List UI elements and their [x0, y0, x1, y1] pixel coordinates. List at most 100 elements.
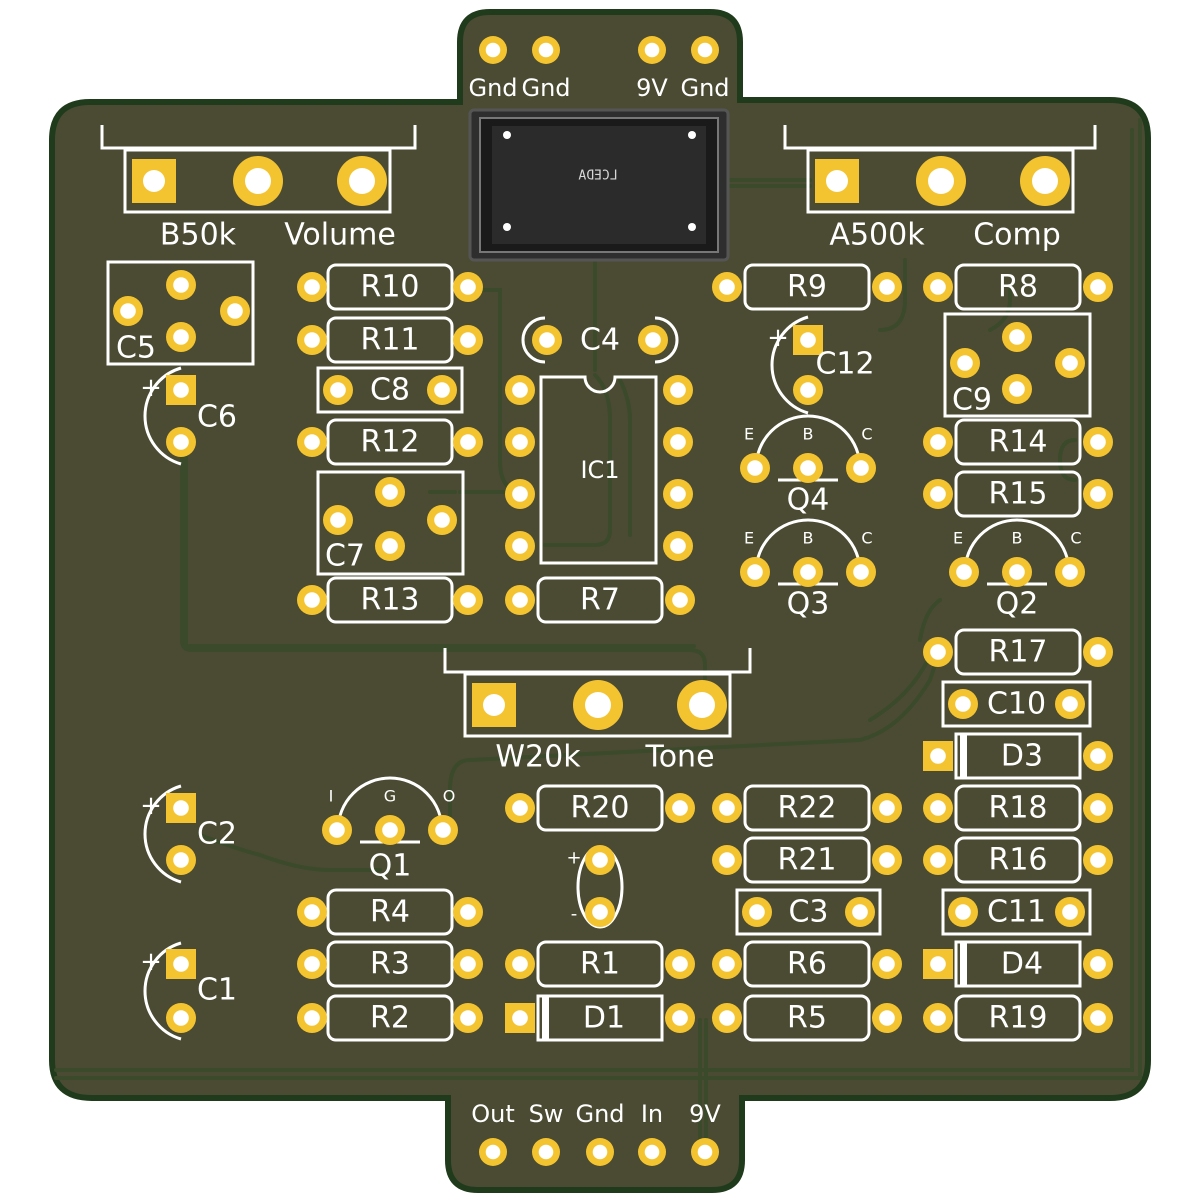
polarity-plus: + [140, 947, 162, 977]
resistor-label: R2 [370, 1001, 410, 1036]
header-bottom-label: In [641, 1100, 663, 1128]
resistor-label: R3 [370, 947, 410, 982]
transistor-pin-label: C [861, 425, 872, 444]
transistor-pad [846, 453, 876, 483]
header-bottom-label: Gnd [575, 1100, 624, 1128]
trimmer-cap-label: C5 [116, 331, 156, 366]
resistor-label: R22 [777, 791, 836, 826]
resistor-pad [923, 1003, 953, 1033]
ic-pad [663, 531, 693, 561]
resistor-label: R6 [787, 947, 827, 982]
resistor-label: R13 [360, 583, 419, 618]
trimmer-cap-pad [166, 270, 196, 300]
pot-pad-1 [472, 683, 516, 727]
resistor-pad [1083, 845, 1113, 875]
elec-cap-pad-minus [166, 1003, 196, 1033]
elec-cap-pad-minus [166, 427, 196, 457]
resistor-label: R9 [787, 270, 827, 305]
trimmer-cap-pad [1055, 348, 1085, 378]
polarity-plus: + [140, 373, 162, 403]
resistor-label: R8 [998, 270, 1038, 305]
film-cap-pad [948, 689, 978, 719]
pot-pad-3 [677, 680, 727, 730]
resistor-pad [712, 845, 742, 875]
resistor-label: R11 [360, 323, 419, 358]
ic-pad [663, 375, 693, 405]
diode-label: D1 [583, 1001, 625, 1036]
header-top-label: Gnd [680, 74, 729, 102]
transistor-pin-label: B [1012, 529, 1023, 548]
ic-pad [505, 479, 535, 509]
resistor-label: R7 [580, 583, 620, 618]
resistor-pad [712, 272, 742, 302]
transistor-pin-label: B [803, 425, 814, 444]
transistor-pad [793, 557, 823, 587]
transistor-label: Q1 [369, 849, 412, 884]
resistor-label: R21 [777, 843, 836, 878]
trimmer-cap-pad [166, 322, 196, 352]
transistor-pin-label: I [329, 787, 334, 806]
resistor-pad [505, 585, 535, 615]
header-bottom-label: 9V [689, 1100, 721, 1128]
traces [54, 118, 1142, 1147]
diode-pad-cathode [923, 949, 953, 979]
film-cap-pad [1055, 689, 1085, 719]
pot-value: W20k [495, 740, 581, 775]
transistor-label: Q2 [996, 587, 1039, 622]
resistor-pad [297, 897, 327, 927]
header-top-label: 9V [636, 74, 668, 102]
resistor-label: R19 [988, 1001, 1047, 1036]
trimmer-cap-pad [220, 296, 250, 326]
resistor-label: R16 [988, 843, 1047, 878]
film-cap-label: C3 [788, 895, 828, 930]
footswitch [468, 108, 730, 262]
transistor-pad [375, 815, 405, 845]
ceramic-cap-pad [638, 325, 668, 355]
resistor-pad [505, 949, 535, 979]
transistor-pad [949, 557, 979, 587]
header-top-pad [691, 36, 719, 64]
resistor-pad [712, 1003, 742, 1033]
pot-pad-3 [337, 156, 387, 206]
resistor-pad [872, 845, 902, 875]
transistor-pin-label: E [744, 425, 754, 444]
resistor-pad [1083, 479, 1113, 509]
trimmer-cap-pad [323, 505, 353, 535]
resistor-pad [923, 637, 953, 667]
ic-pad [505, 531, 535, 561]
resistor-label: R17 [988, 635, 1047, 670]
ic-label: IC1 [580, 456, 619, 484]
resistor-label: R18 [988, 791, 1047, 826]
transistor-pad [740, 453, 770, 483]
ic-pad [505, 375, 535, 405]
trimmer-cap-pad [1002, 322, 1032, 352]
film-cap-pad [845, 897, 875, 927]
polarity-plus: + [140, 791, 162, 821]
resistor-pad [1083, 272, 1113, 302]
tantalum-cap-pad-plus [585, 845, 615, 875]
resistor-pad [297, 949, 327, 979]
trimmer-cap-pad [375, 477, 405, 507]
diode-pad-cathode [505, 1003, 535, 1033]
film-cap-pad [742, 897, 772, 927]
resistor-pad [872, 949, 902, 979]
transistor-pad [846, 557, 876, 587]
header-top-label: Gnd [521, 74, 570, 102]
header-bottom-pad [638, 1138, 666, 1166]
transistor-pin-label: E [953, 529, 963, 548]
resistor-pad [453, 272, 483, 302]
switch-marking: LCEDA [578, 169, 617, 184]
polarity-plus: + [767, 323, 789, 353]
film-cap-label: C10 [987, 687, 1046, 722]
pot-name: Comp [973, 218, 1061, 253]
resistor-label: R12 [360, 425, 419, 460]
resistor-label: R15 [988, 477, 1047, 512]
diode-label: D4 [1001, 947, 1043, 982]
silkscreen-outlines [100, 125, 1097, 738]
pot-value: B50k [160, 218, 237, 253]
resistor-pad [1083, 1003, 1113, 1033]
header-bottom-pad [691, 1138, 719, 1166]
resistor-pad [712, 793, 742, 823]
resistor-pad [923, 845, 953, 875]
